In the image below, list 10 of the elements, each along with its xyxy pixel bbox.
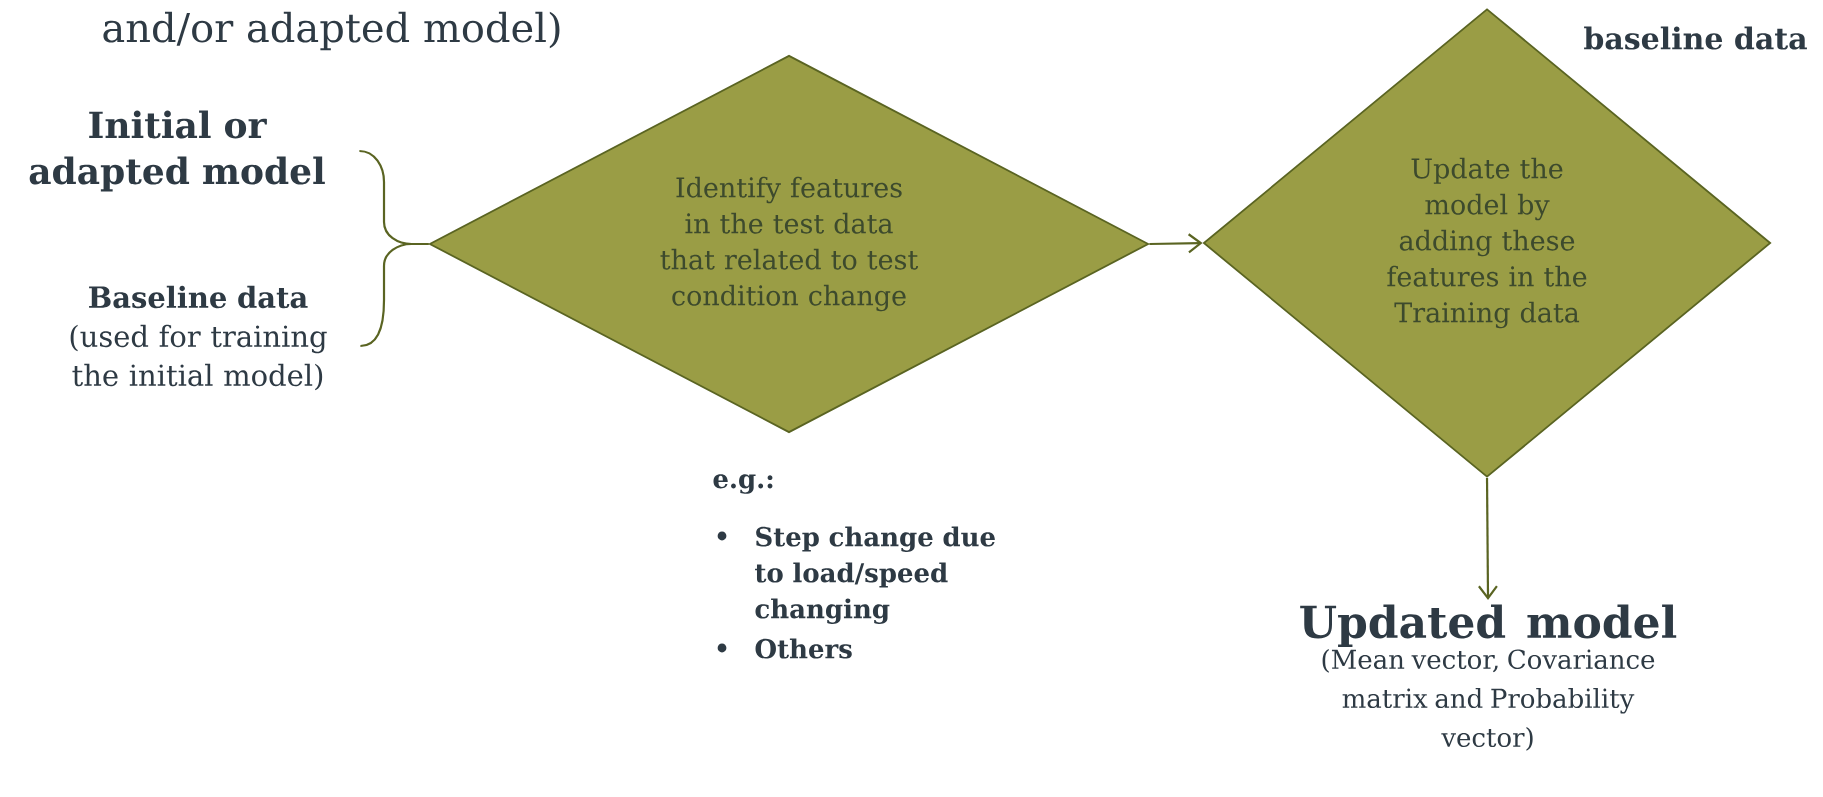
- heading-text: and/or adapted model): [103, 11, 560, 51]
- result-label: Updated model (Mean vector, Covariance matrix and Probability vector): [1300, 604, 1677, 751]
- arrow: [1478, 477, 1498, 600]
- model-label: Initial or adapted model: [29, 110, 325, 192]
- data-label: Baseline data (used for training the initial model): [70, 285, 327, 391]
- brace: [360, 242, 429, 348]
- list-item: Others: [755, 638, 852, 659]
- note-text: e.g.:: [713, 474, 773, 494]
- arrow: [1149, 233, 1203, 254]
- list-item: Step change due to load/speed changing: [755, 526, 995, 624]
